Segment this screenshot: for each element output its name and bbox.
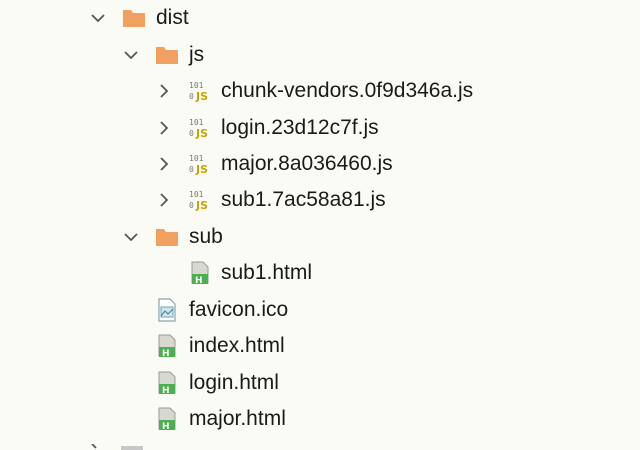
svg-text:JS: JS [195,199,208,212]
tree-item-file[interactable]: H major.html [0,401,640,437]
html-file-icon: H [158,334,176,358]
tree-item-label: sub1.html [221,261,313,284]
chevron-down-icon[interactable] [122,46,140,64]
svg-text:H: H [162,386,170,395]
svg-text:0: 0 [189,92,194,101]
chevron-right-icon[interactable] [155,82,173,100]
html-file-icon: H [158,371,176,395]
svg-text:JS: JS [195,127,208,140]
tree-item-label: major.html [189,407,286,430]
svg-text:JS: JS [195,90,208,103]
chevron-right-icon[interactable] [155,119,173,137]
tree-item-file[interactable]: H login.html [0,365,640,401]
js-file-icon: 101 0 JS [189,81,208,103]
image-file-icon [158,298,176,322]
tree-item-js[interactable]: js [0,37,640,73]
tree-item-label: sub [189,225,223,248]
tree-item-file[interactable]: 101 0 JS login.23d12c7f.js [0,110,640,146]
svg-text:H: H [195,276,203,285]
js-file-icon: 101 0 JS [189,190,208,212]
tree-item-label: js [189,43,205,66]
tree-item-file[interactable]: H sub1.html [0,255,640,291]
svg-text:0: 0 [189,129,194,138]
tree-item-label: favicon.ico [189,298,289,321]
tree-item-file[interactable]: 101 0 JS sub1.7ac58a81.js [0,182,640,218]
svg-text:H: H [162,422,170,431]
chevron-right-icon[interactable] [88,444,102,450]
svg-text:H: H [162,349,170,358]
html-file-icon: H [191,261,209,285]
svg-text:101: 101 [189,190,204,199]
tree-item-label: sub1.7ac58a81.js [221,188,386,211]
js-file-icon: 101 0 JS [189,154,208,176]
tree-item-label: login.html [189,371,279,394]
chevron-right-icon[interactable] [155,191,173,209]
svg-text:JS: JS [195,163,208,176]
svg-text:101: 101 [189,118,204,127]
tree-item-sub[interactable]: sub [0,219,640,255]
chevron-down-icon[interactable] [122,228,140,246]
tree-item-label: major.8a036460.js [221,152,393,175]
tree-item-label: login.23d12c7f.js [221,116,379,139]
tree-item-file[interactable]: 101 0 JS chunk-vendors.0f9d346a.js [0,73,640,109]
folder-icon [123,10,145,27]
tree-item-file[interactable]: favicon.ico [0,292,640,328]
tree-item-label: index.html [189,334,285,357]
html-file-icon: H [158,407,176,431]
svg-text:101: 101 [189,154,204,163]
tree-item-label: dist [156,6,189,29]
chevron-down-icon[interactable] [89,9,107,27]
tree-item-label: chunk-vendors.0f9d346a.js [221,79,474,102]
tree-item-dist[interactable]: dist [0,0,640,36]
tree-item-file[interactable]: 101 0 JS major.8a036460.js [0,146,640,182]
chevron-right-icon[interactable] [155,155,173,173]
tree-item-file[interactable]: H index.html [0,328,640,364]
svg-text:0: 0 [189,201,194,210]
js-file-icon: 101 0 JS [189,118,208,140]
svg-text:101: 101 [189,81,204,90]
tree-item-partial[interactable] [0,438,640,450]
svg-text:0: 0 [189,165,194,174]
folder-icon [156,229,178,246]
folder-icon [156,47,178,64]
folder-icon [121,446,143,450]
